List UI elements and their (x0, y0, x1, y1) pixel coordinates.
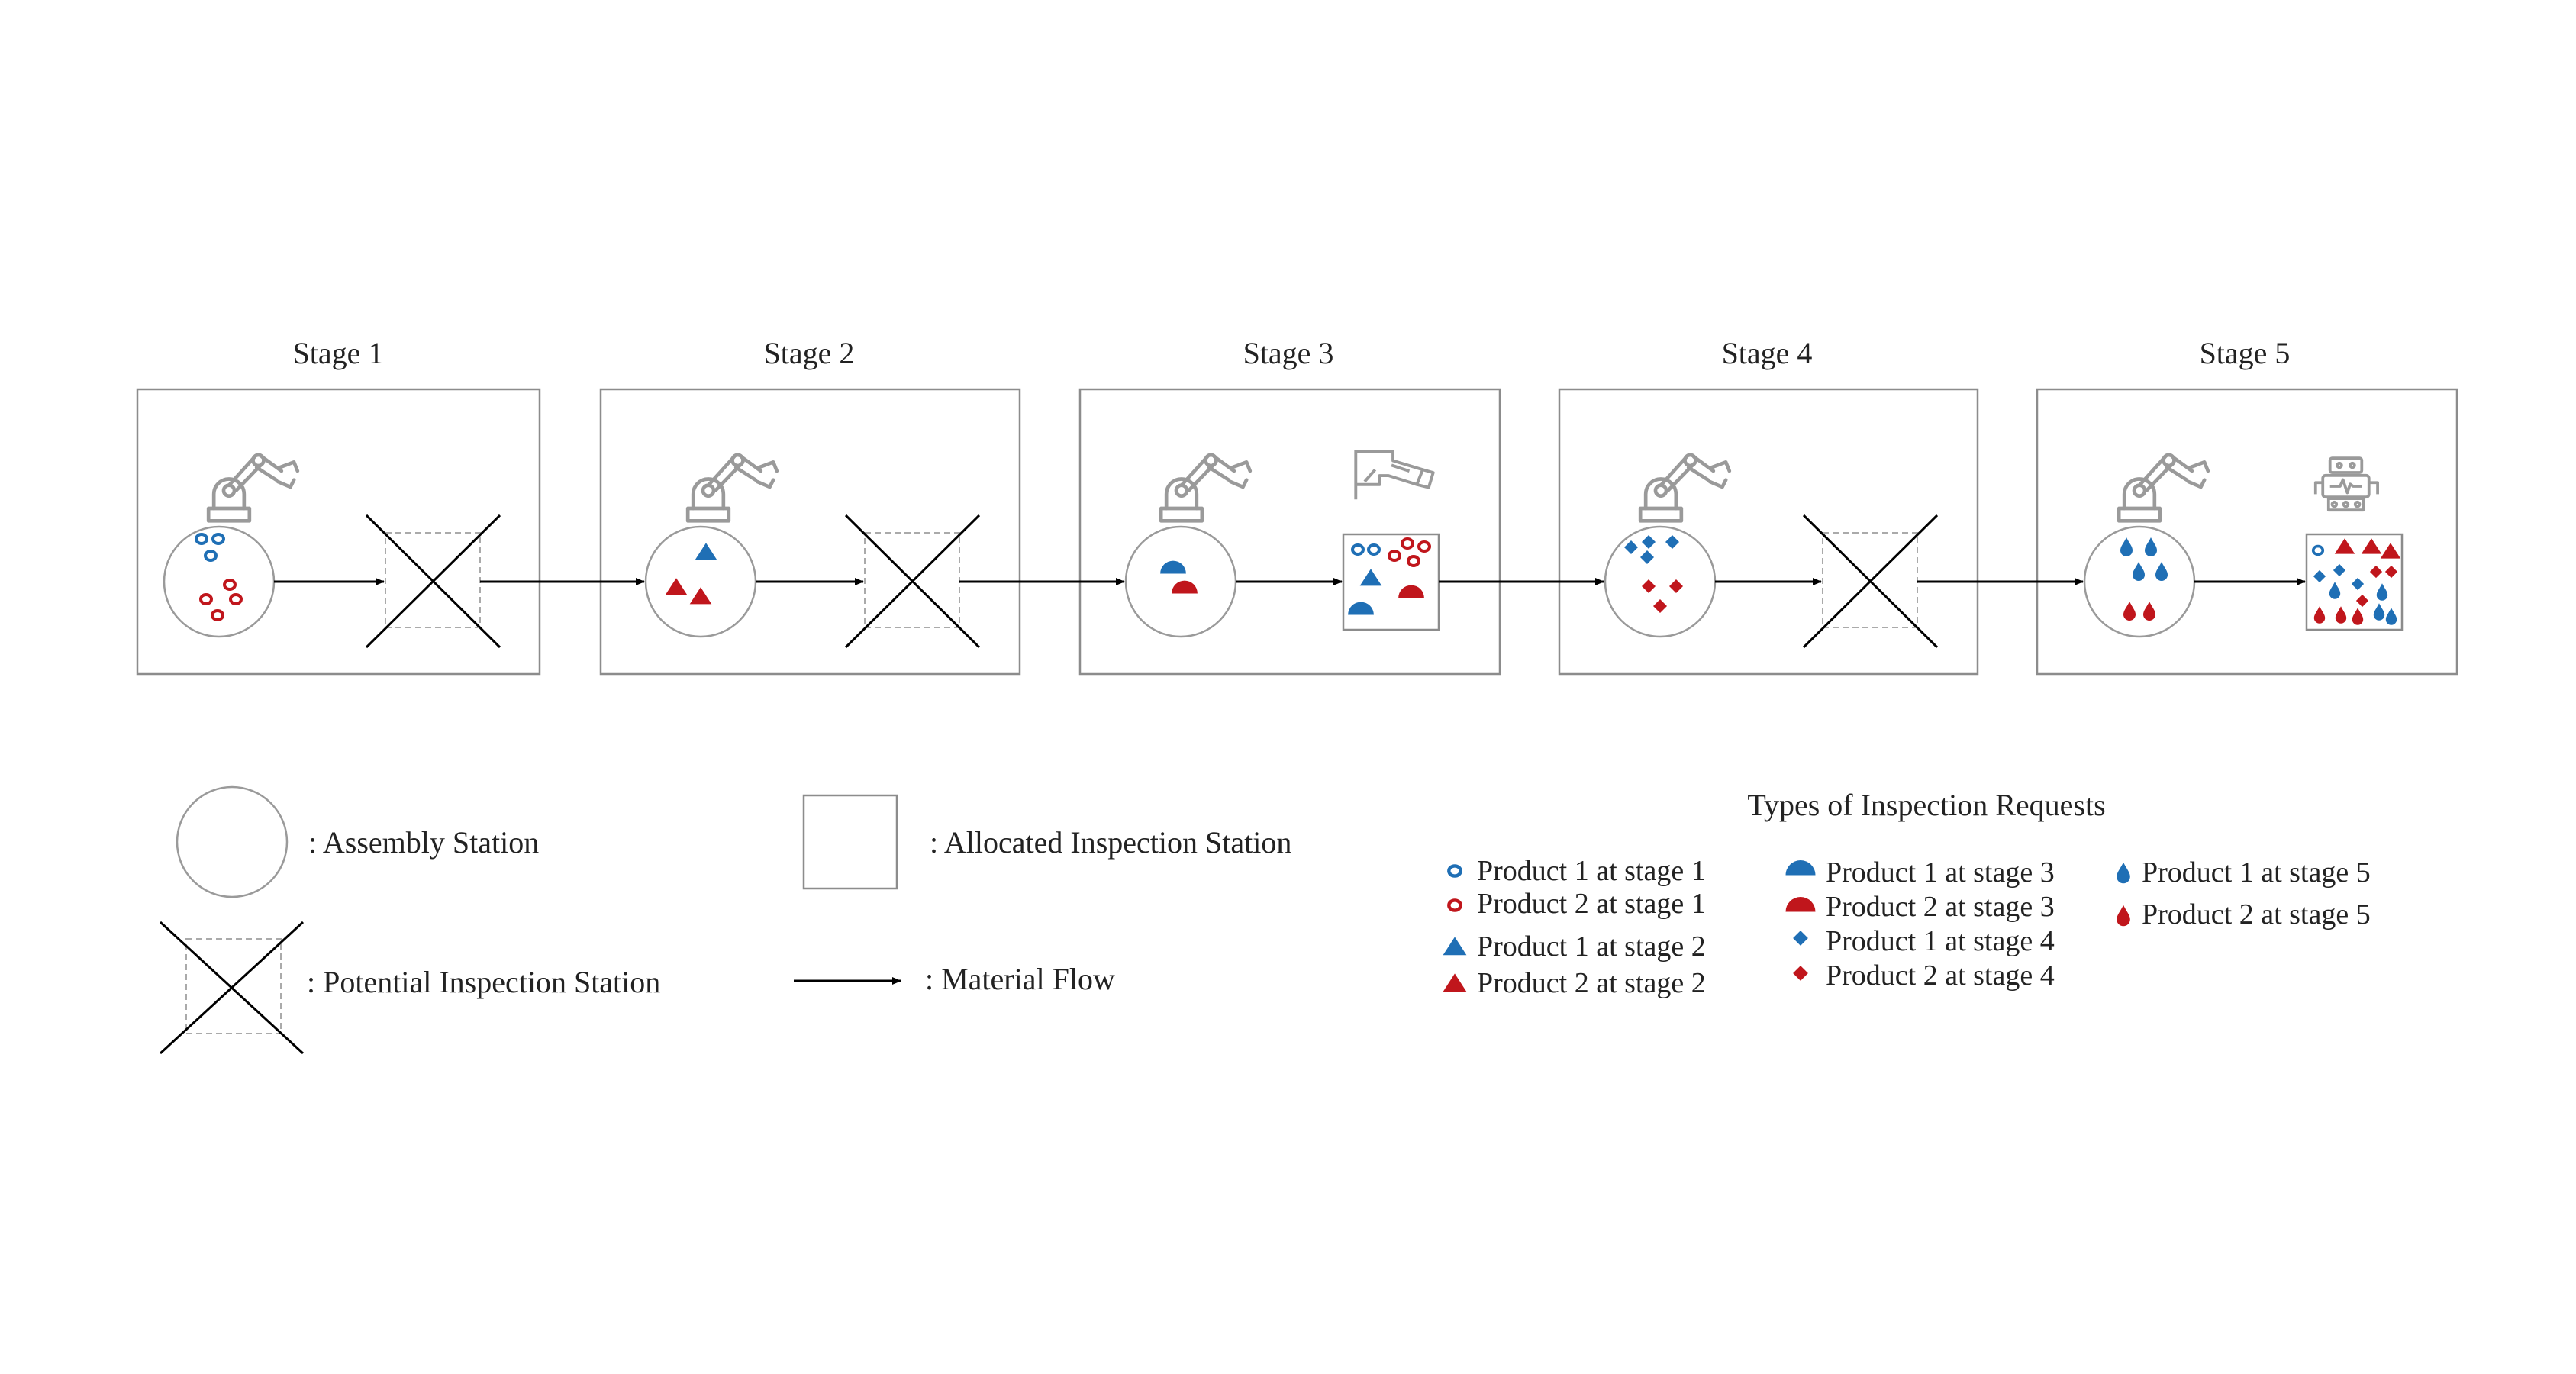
legend-allocated-label: : Allocated Inspection Station (930, 825, 1291, 860)
stage-5-box (2036, 388, 2458, 676)
drop-glyph (2117, 905, 2130, 927)
stage-2: Stage 2 (599, 336, 1021, 676)
stage-1-title: Stage 1 (293, 336, 384, 370)
assembly-station (1604, 525, 1717, 638)
stage-1: Stage 1 (136, 336, 541, 676)
diamond-glyph (1793, 931, 1808, 946)
robot-arm-icon (688, 455, 777, 521)
circle-glyph (1449, 866, 1460, 876)
semicircle-glyph (1785, 897, 1816, 912)
type-label: Product 2 at stage 4 (1826, 960, 2055, 992)
stage-5-title: Stage 5 (2200, 336, 2291, 370)
robot-arm-icon (2119, 455, 2208, 521)
legend-assembly-label: : Assembly Station (308, 825, 539, 860)
robot-arm-icon (1640, 455, 1730, 521)
allocated-inspection-station (2305, 533, 2404, 631)
potential-inspection-station (1802, 514, 1939, 649)
diamond-glyph (1793, 966, 1808, 981)
types-legend: Types of Inspection Requests Product 1 a… (1443, 788, 2371, 999)
legend-potential-symbol (159, 921, 305, 1055)
stage-3-title: Stage 3 (1243, 336, 1334, 370)
allocated-inspection-station (1342, 533, 1440, 631)
stage-4-box (1558, 388, 1979, 676)
stage-3: Stage 3 (1078, 336, 1501, 676)
stage-2-title: Stage 2 (764, 336, 855, 370)
semicircle-glyph (1785, 860, 1816, 876)
type-label: Product 1 at stage 1 (1477, 855, 1706, 887)
type-label: Product 2 at stage 5 (2142, 898, 2371, 931)
type-label: Product 2 at stage 3 (1826, 891, 2055, 923)
stage-1-box (136, 388, 541, 676)
potential-inspection-station (844, 514, 981, 649)
type-label: Product 2 at stage 1 (1477, 888, 1706, 920)
stage-4: Stage 4 (1558, 336, 1979, 676)
type-label: Product 1 at stage 3 (1826, 856, 2055, 889)
type-label: Product 2 at stage 2 (1477, 967, 1706, 999)
triangle-glyph (1443, 973, 1467, 992)
stage-2-box (599, 388, 1021, 676)
triangle-glyph (1443, 937, 1467, 956)
type-label: Product 1 at stage 5 (2142, 856, 2371, 889)
type-label: Product 1 at stage 2 (1477, 931, 1706, 963)
types-title: Types of Inspection Requests (1747, 788, 2105, 822)
circle-glyph (1449, 900, 1460, 910)
stage-5: Stage 5 (2036, 336, 2458, 676)
legend-assembly-symbol (176, 785, 289, 898)
legend-potential-label: : Potential Inspection Station (307, 965, 660, 999)
type-label: Product 1 at stage 4 (1826, 925, 2055, 957)
assembly-station (644, 525, 757, 638)
assembly-station (2083, 525, 2196, 638)
legend-allocated-symbol (802, 794, 898, 890)
potential-inspection-station (365, 514, 501, 649)
camera-icon (1354, 448, 1435, 502)
robot-icon (2313, 456, 2380, 512)
robot-arm-icon (208, 455, 298, 521)
robot-arm-icon (1161, 455, 1250, 521)
drop-glyph (2117, 862, 2130, 884)
legend-flow-label: : Material Flow (925, 962, 1115, 996)
legend: : Assembly Station : Allocated Inspectio… (159, 785, 1291, 1055)
stage-3-box (1078, 388, 1501, 676)
stage-4-title: Stage 4 (1722, 336, 1813, 370)
